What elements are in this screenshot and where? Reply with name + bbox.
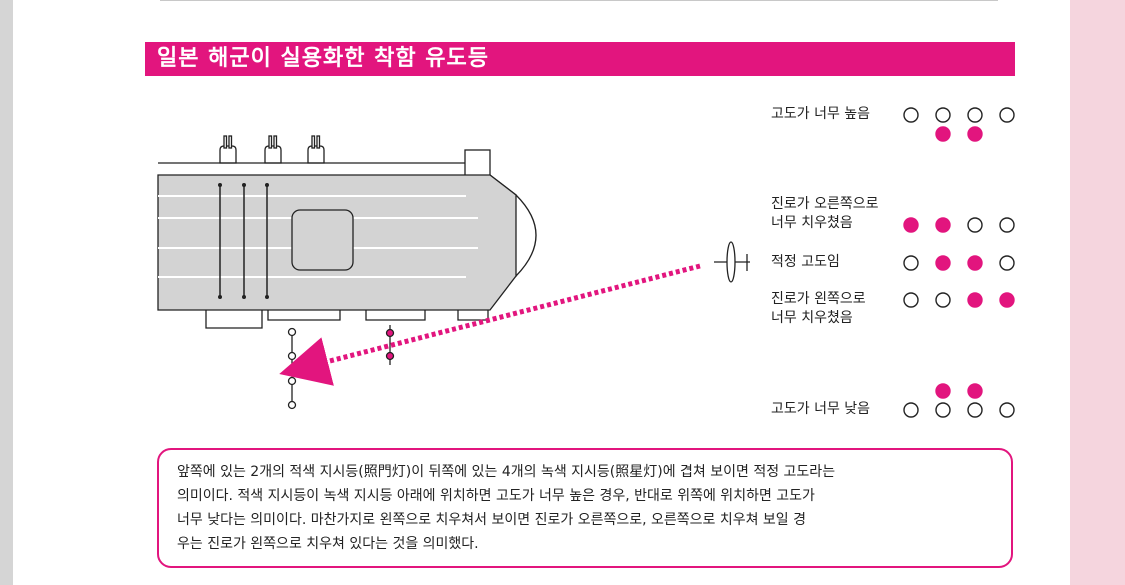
state-label-veer-left: 진로가 왼쪽으로 너무 치우쳤음 xyxy=(771,291,866,326)
red-light xyxy=(385,351,395,361)
wire-end xyxy=(218,183,269,299)
indicator-light xyxy=(935,107,951,123)
top-divider xyxy=(160,0,998,1)
indicator-light xyxy=(967,217,983,233)
indicator-light-extra xyxy=(935,126,951,142)
approach-arrow xyxy=(279,263,701,386)
green-light xyxy=(287,351,297,361)
red-light xyxy=(385,328,395,338)
sponson xyxy=(205,310,489,329)
indicator-light xyxy=(967,107,983,123)
indicator-light xyxy=(967,255,983,271)
indicator-light-extra xyxy=(967,126,983,142)
indicator-light xyxy=(999,255,1015,271)
green-light xyxy=(287,327,297,337)
indicator-light-extra xyxy=(935,383,951,399)
indicator-panel xyxy=(903,107,1015,418)
indicator-light xyxy=(967,292,983,308)
indicator-light xyxy=(903,255,919,271)
indicator-light xyxy=(935,217,951,233)
carrier-ship xyxy=(157,135,537,329)
indicator-light-extra xyxy=(967,383,983,399)
green-light xyxy=(287,376,297,386)
state-label-correct: 적정 고도임 xyxy=(771,254,840,270)
green-light xyxy=(287,400,297,410)
indicator-light xyxy=(967,402,983,418)
indicator-light xyxy=(903,107,919,123)
state-label-too-low: 고도가 너무 낮음 xyxy=(771,401,871,417)
aircraft-icon xyxy=(714,241,750,283)
indicator-light xyxy=(999,402,1015,418)
indicator-light xyxy=(935,292,951,308)
indicator-light xyxy=(903,402,919,418)
red-light-pole xyxy=(385,325,395,365)
caption-box: 앞쪽에 있는 2개의 적색 지시등(照門灯)이 뒤쪽에 있는 4개의 녹색 지시… xyxy=(157,448,1013,568)
right-margin-strip xyxy=(1070,0,1125,585)
green-light-pole xyxy=(287,327,297,410)
indicator-light xyxy=(935,255,951,271)
indicator-light xyxy=(903,292,919,308)
caption-line: 의미이다. 적색 지시등이 녹색 지시등 아래에 위치하면 고도가 너무 높은 … xyxy=(177,488,815,504)
state-label-veer-right: 진로가 오른쪽으로 너무 치우쳤음 xyxy=(771,196,879,231)
gun-mount-icon xyxy=(219,135,325,164)
deck-elevator xyxy=(291,209,354,271)
indicator-light xyxy=(999,107,1015,123)
caption-line: 너무 낮다는 의미이다. 마찬가지로 왼쪽으로 치우쳐서 보이면 진로가 오른쪽… xyxy=(177,512,807,528)
section-title: 일본 해군이 실용화한 착함 유도등 xyxy=(145,42,1015,76)
indicator-light xyxy=(999,217,1015,233)
indicator-light xyxy=(999,292,1015,308)
indicator-light xyxy=(903,217,919,233)
caption-line: 우는 진로가 왼쪽으로 치우쳐 있다는 것을 의미했다. xyxy=(177,536,479,552)
indicator-light xyxy=(935,402,951,418)
state-label-too-high: 고도가 너무 높음 xyxy=(771,106,871,122)
caption-line: 앞쪽에 있는 2개의 적색 지시등(照門灯)이 뒤쪽에 있는 4개의 녹색 지시… xyxy=(177,464,836,480)
arresting-wire xyxy=(219,185,268,297)
